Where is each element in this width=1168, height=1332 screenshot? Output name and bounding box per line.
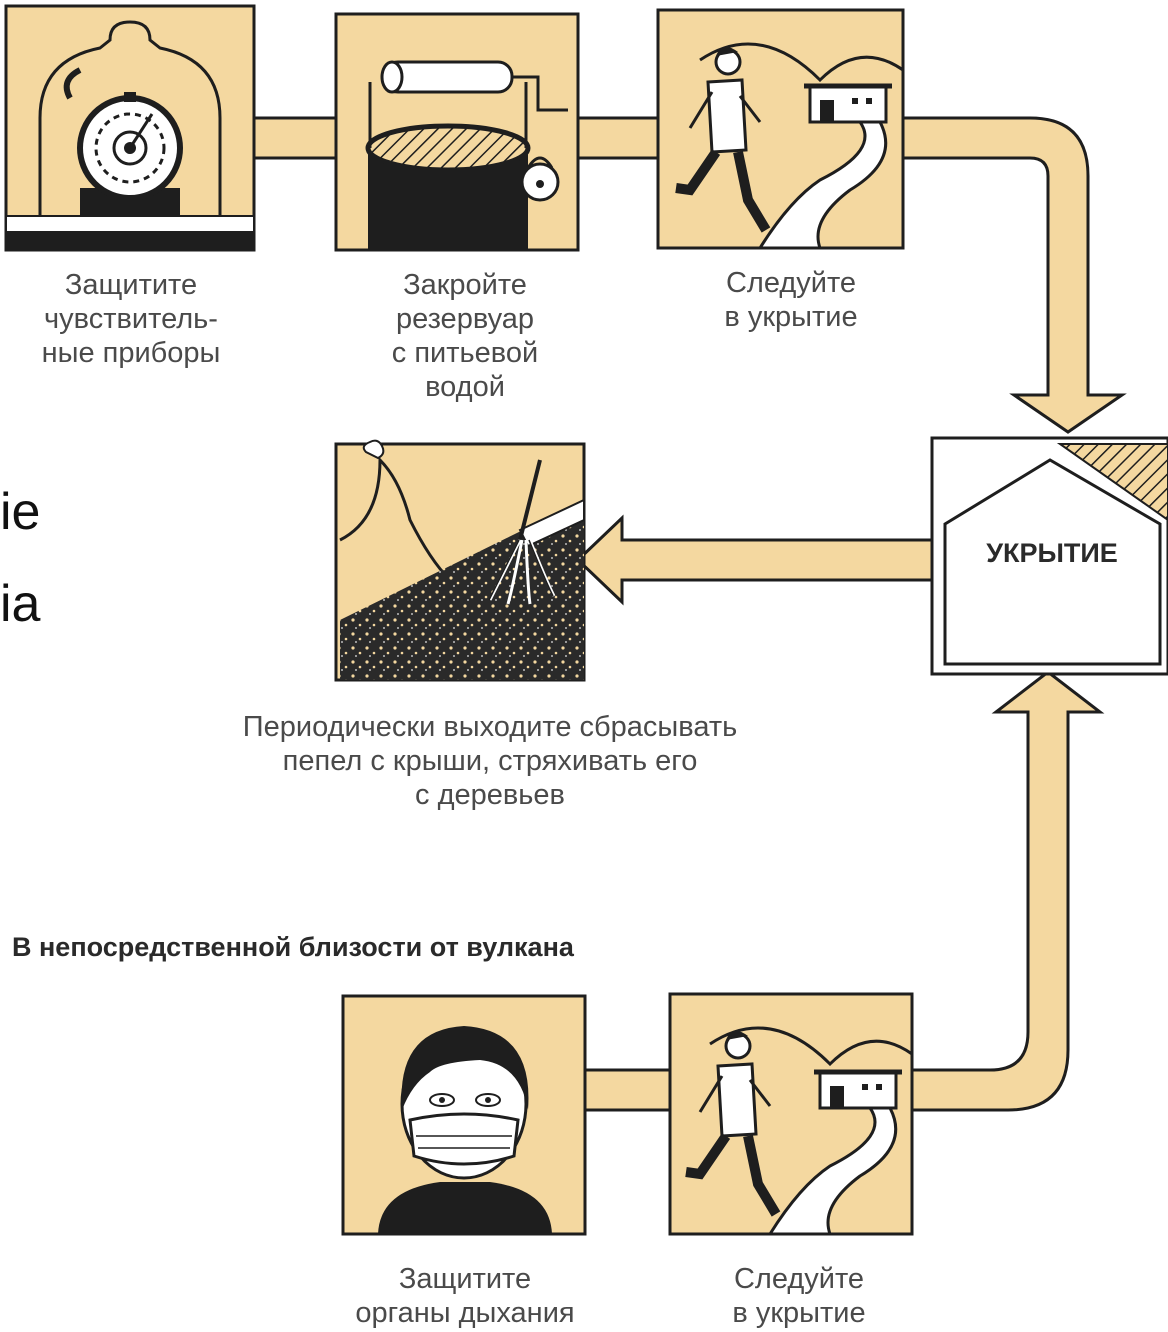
- person-wearing-face-mask-icon: [341, 994, 587, 1236]
- caption-protect-instruments: Защитите чувствитель- ные приборы: [41, 269, 221, 369]
- pipe-top-1: [252, 116, 338, 160]
- pipe-top-2: [576, 116, 660, 160]
- arrow-down-to-shelter: [901, 116, 1127, 434]
- covered-water-tank-icon: [334, 12, 580, 252]
- caption-go-to-shelter-bottom: Следуйте в укрытие: [732, 1263, 866, 1329]
- slide-fragment-2: ia: [0, 575, 41, 633]
- sweeping-ash-from-roof-icon: [334, 439, 586, 682]
- slide-fragment-1: ie: [0, 483, 41, 541]
- caption-go-to-shelter-top: Следуйте в укрытие: [724, 267, 858, 333]
- caption-cover-water-tank: Закройте резервуар с питьевой водой: [391, 269, 539, 403]
- caption-sweep-ash: Периодически выходите сбрасывать пепел с…: [242, 711, 738, 811]
- arrow-left-to-sweep: [575, 514, 934, 606]
- shelter-label: УКРЫТИЕ: [986, 538, 1118, 568]
- running-person-to-house-icon: [668, 992, 914, 1236]
- pipe-bottom-1: [583, 1068, 672, 1112]
- running-person-to-house-icon: [656, 8, 905, 250]
- flow-pipes: [252, 116, 1127, 1112]
- barometer-under-bell-jar-icon: [4, 4, 256, 252]
- arrow-up-to-shelter: [910, 670, 1105, 1112]
- section-heading: В непосредственной близости от вулкана: [12, 932, 574, 962]
- caption-protect-breathing: Защитите органы дыхания: [355, 1263, 575, 1329]
- shelter-house-icon: [930, 436, 1168, 676]
